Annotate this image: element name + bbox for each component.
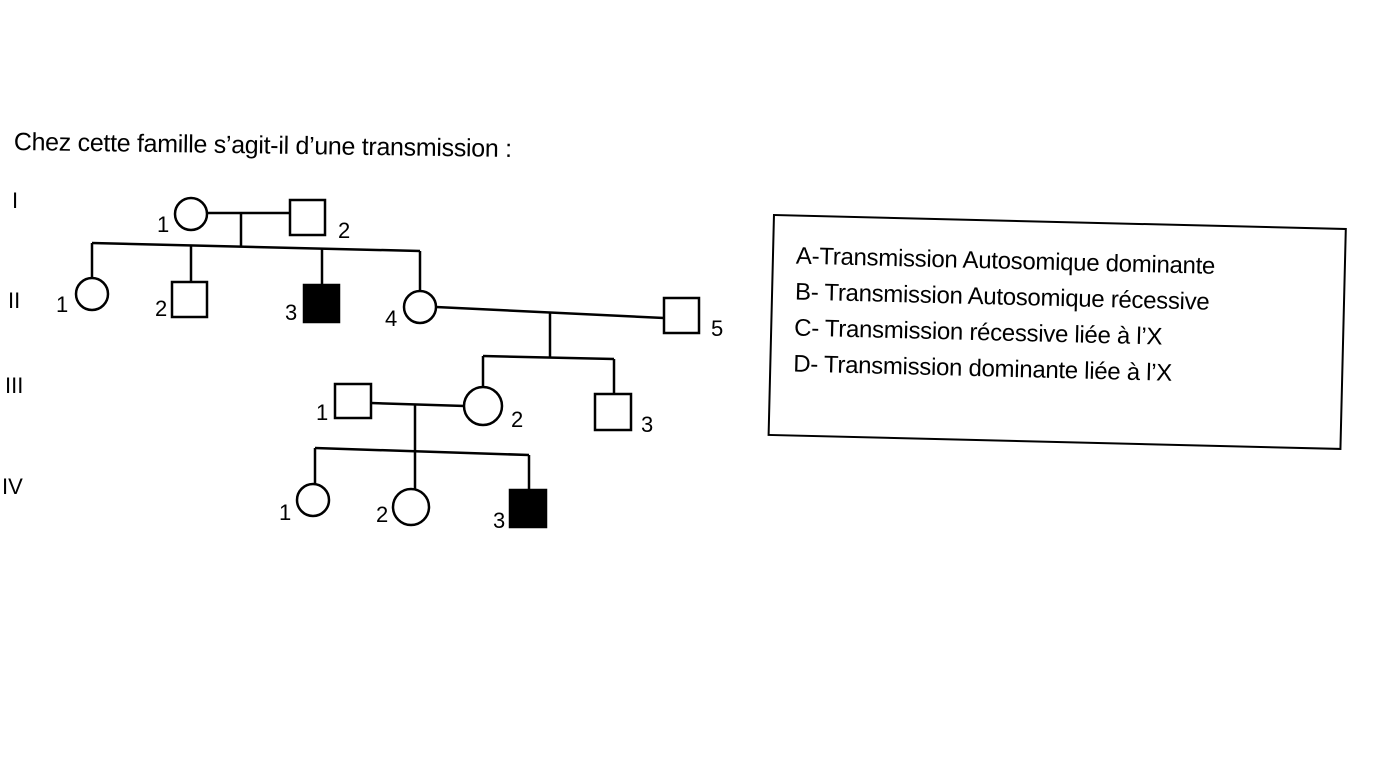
generation-label-IV: IV	[2, 474, 23, 499]
individual-IV-3-affected	[508, 488, 548, 529]
individual-II-1	[74, 276, 110, 312]
generation-label-III: III	[5, 373, 24, 398]
label-I-2: 2	[338, 218, 350, 243]
label-II-1: 1	[56, 292, 68, 317]
individual-II-5	[662, 296, 701, 335]
label-IV-1: 1	[279, 500, 291, 525]
individual-III-2	[462, 385, 504, 427]
label-III-1: 1	[316, 400, 328, 425]
answer-options-box: A-Transmission Autosomique dominante B- …	[767, 214, 1347, 450]
pedigree-lines	[90, 211, 665, 490]
generation-label-I: I	[12, 188, 19, 213]
label-IV-3: 3	[493, 508, 505, 533]
individual-III-3	[593, 392, 633, 432]
individual-I-1	[173, 196, 209, 232]
generation-label-II: II	[8, 288, 21, 313]
individual-I-2	[288, 198, 327, 237]
individual-IV-1	[295, 482, 331, 518]
label-III-3: 3	[641, 412, 653, 437]
label-II-5: 5	[711, 316, 723, 341]
individual-III-1	[333, 382, 373, 420]
individual-II-3-affected	[302, 283, 341, 324]
individual-IV-2	[391, 487, 431, 527]
individual-II-4	[402, 289, 438, 325]
label-IV-2: 2	[376, 502, 388, 527]
label-I-1: 1	[157, 212, 169, 237]
label-II-3: 3	[285, 300, 297, 325]
label-II-2: 2	[155, 296, 167, 321]
label-III-2: 2	[511, 407, 523, 432]
label-II-4: 4	[385, 306, 397, 331]
individual-II-2	[170, 280, 209, 319]
